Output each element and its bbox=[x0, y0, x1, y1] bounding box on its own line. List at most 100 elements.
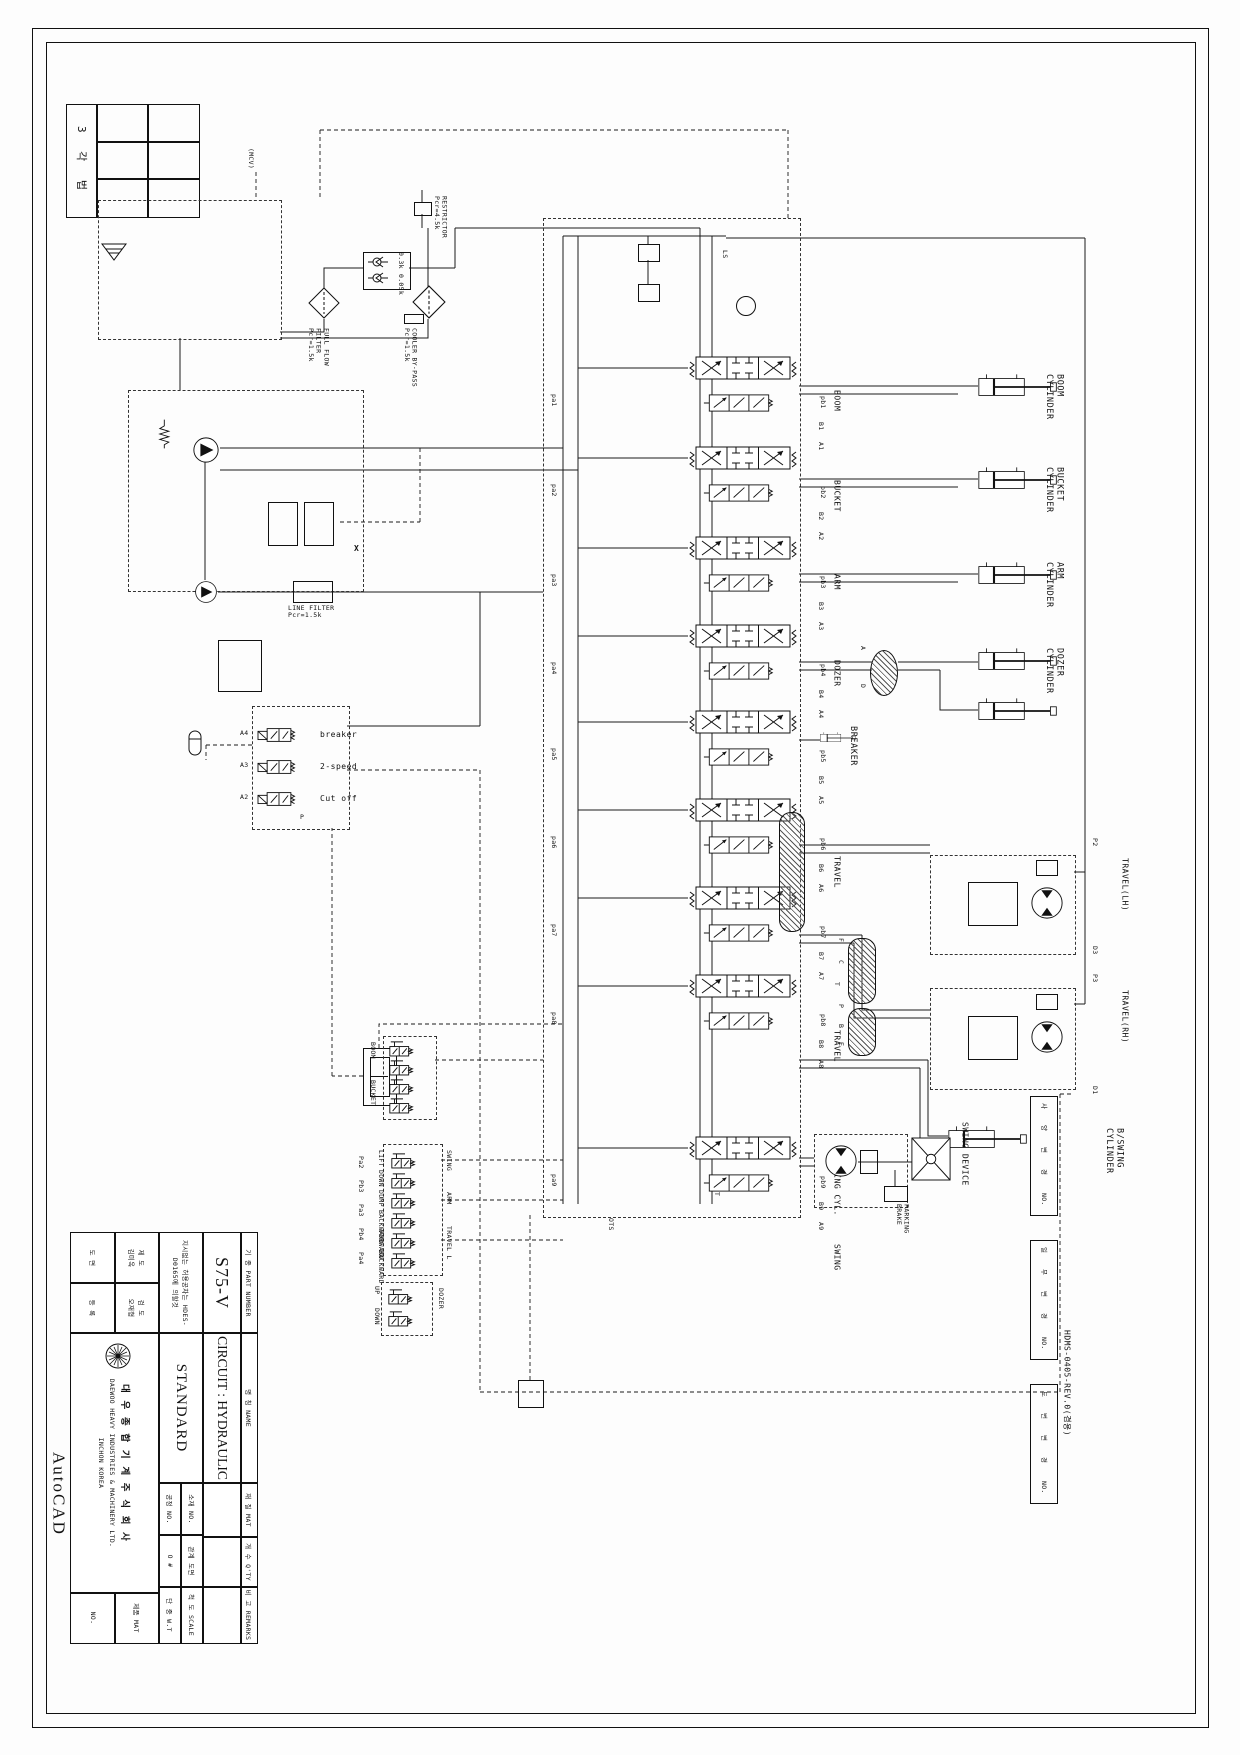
qty-value bbox=[202, 1536, 242, 1588]
port-b4: B4 bbox=[816, 690, 825, 699]
rev-cell: 도 bbox=[1039, 1391, 1048, 1398]
travel-rh-label: TRAVEL(RH) bbox=[1120, 990, 1130, 1044]
outer-border bbox=[32, 28, 1209, 1728]
rcv-action-down: DOWN bbox=[376, 1170, 385, 1187]
line-filter-label: LINE FILTER Pcr=1.5k bbox=[288, 604, 335, 620]
port-a9: A9 bbox=[816, 1222, 825, 1231]
line-filter-symbol bbox=[293, 581, 333, 603]
full-flow-filter-label: FULL FLOW FILTER Pcr=1.5k bbox=[306, 328, 331, 366]
stock-no-label: 소재 NO. bbox=[180, 1482, 204, 1536]
company-location: INCHON KOREA bbox=[97, 1437, 105, 1489]
port-pb4: pb4 bbox=[818, 664, 827, 677]
port-b6: B6 bbox=[816, 864, 825, 873]
section-label-travel-rh: TRAVEL bbox=[832, 1030, 842, 1062]
port-pa9: pa9 bbox=[549, 1174, 558, 1187]
relief-spring-icon bbox=[159, 419, 170, 449]
rcv-boom-bucket bbox=[383, 1036, 437, 1120]
check-valve-icon bbox=[367, 256, 389, 268]
daewoo-logo bbox=[105, 1343, 131, 1369]
bucket-cylinder-label: BUCKET CYLINDER bbox=[1044, 467, 1065, 513]
port-a7: A7 bbox=[816, 972, 825, 981]
port-pa7: pa7 bbox=[549, 924, 558, 937]
port-pb1: pb1 bbox=[818, 396, 827, 409]
qty-label: 개 수 Q'TY bbox=[240, 1536, 258, 1588]
sol-label-breaker: breaker bbox=[320, 730, 358, 739]
port-pa4: pa4 bbox=[549, 662, 558, 675]
dozer-rotary-joint bbox=[870, 650, 898, 696]
rcv-dozer-down: DOWN bbox=[372, 1308, 381, 1325]
regulator-valve bbox=[268, 502, 298, 546]
port-b7: B7 bbox=[816, 952, 825, 961]
o-sharp-cell: O # bbox=[158, 1534, 182, 1588]
restrictor-symbol bbox=[414, 202, 432, 216]
checker-cell: 검 도 오재형 bbox=[114, 1282, 160, 1334]
gear-pump-icon bbox=[195, 581, 217, 603]
section-label-dozer: DOZER bbox=[832, 660, 842, 687]
accumulator-icon bbox=[188, 730, 202, 756]
table-cell bbox=[147, 104, 200, 143]
swing-reduction-gear bbox=[911, 1137, 951, 1181]
mat-value bbox=[202, 1482, 242, 1538]
port-pa2: pa2 bbox=[549, 484, 558, 497]
rcv-action-forward: FORWARD bbox=[376, 1230, 385, 1260]
restrictor-label: RESTRICTOR Pcr=4.5k bbox=[432, 196, 449, 239]
title-block: 기 종 PART NUMBER S75-V 명 칭 NAME CIRCUIT :… bbox=[70, 1232, 258, 1644]
port-b1: B1 bbox=[816, 422, 825, 431]
spool-bucket bbox=[689, 446, 797, 470]
weight-label: 단 중 W.T bbox=[158, 1586, 182, 1644]
rcv-port-pa2: Pa2 bbox=[356, 1156, 365, 1169]
travel-lh-label: TRAVEL(LH) bbox=[1120, 858, 1130, 912]
inner-border bbox=[46, 42, 1196, 1714]
check-valve-icon bbox=[367, 272, 389, 284]
rcv-group-swing: SWING bbox=[444, 1150, 453, 1172]
holding-valve bbox=[703, 484, 773, 502]
rev-cell: 부 bbox=[1039, 1269, 1048, 1276]
swing-brake-valve bbox=[860, 1150, 878, 1174]
port-pb5: pb5 bbox=[818, 750, 827, 763]
travel-port-p2: P2 bbox=[1090, 838, 1099, 847]
solenoid-valve-icon bbox=[257, 760, 295, 774]
port-b9: B9 bbox=[816, 1202, 825, 1211]
turning-joint-upper bbox=[779, 812, 805, 932]
joint-port-e: E bbox=[836, 1042, 845, 1047]
rcv-action-dump: DUMP bbox=[376, 1190, 385, 1207]
rcv-action-backward: BACKWARD bbox=[376, 1210, 385, 1244]
joint-port-b: B bbox=[836, 1024, 845, 1029]
arm-cylinder-label: ARM CYLINDER bbox=[1044, 562, 1065, 608]
ots-label: OTS bbox=[606, 1218, 615, 1231]
port-pb3: pb3 bbox=[818, 576, 827, 589]
spool-spare bbox=[689, 710, 797, 734]
turning-joint-mid bbox=[848, 938, 876, 1004]
part-name-value: CIRCUIT : HYDRAULIC bbox=[202, 1332, 242, 1484]
x-mark: X bbox=[354, 544, 360, 553]
rcv-unit bbox=[388, 1289, 412, 1305]
rcv-unit bbox=[389, 1098, 413, 1114]
drafter-name: 김미옥 bbox=[127, 1248, 135, 1268]
rcv-dozer bbox=[381, 1282, 433, 1336]
port-pa5: pa5 bbox=[549, 748, 558, 761]
rcv-unit bbox=[391, 1213, 415, 1229]
holding-valve bbox=[703, 748, 773, 766]
holding-valve bbox=[703, 1012, 773, 1030]
rcv-group-dozer: DOZER bbox=[436, 1288, 445, 1310]
joint-port-c: C bbox=[836, 960, 845, 965]
rev-cell: NO. bbox=[1039, 1193, 1048, 1206]
rev-cell: 경 bbox=[1039, 1457, 1048, 1464]
remarks-label: 비 고 REMARKS bbox=[240, 1586, 258, 1644]
restrictor2-symbol bbox=[404, 314, 424, 324]
rev-cell: 경 bbox=[1039, 1313, 1048, 1320]
port-a4: A4 bbox=[816, 710, 825, 719]
table-cell bbox=[96, 104, 149, 143]
main-pump-assembly bbox=[128, 390, 364, 592]
rev-cell: NO. bbox=[1039, 1337, 1048, 1350]
rev-cell: 양 bbox=[1039, 1125, 1048, 1132]
rcv-main-cluster bbox=[383, 1144, 443, 1276]
solenoid-valve-icon bbox=[257, 728, 295, 742]
rev-cell: 경 bbox=[1039, 1169, 1048, 1176]
section-label-arm: ARM bbox=[832, 574, 842, 590]
register-cell: 등 록 bbox=[70, 1282, 116, 1334]
bypass-check-block bbox=[363, 252, 411, 290]
pilot-junction-box bbox=[518, 1380, 544, 1408]
revision-strip-b: 일 부 변 경 NO. bbox=[1030, 1240, 1058, 1360]
solenoid-valve-icon bbox=[257, 792, 295, 806]
